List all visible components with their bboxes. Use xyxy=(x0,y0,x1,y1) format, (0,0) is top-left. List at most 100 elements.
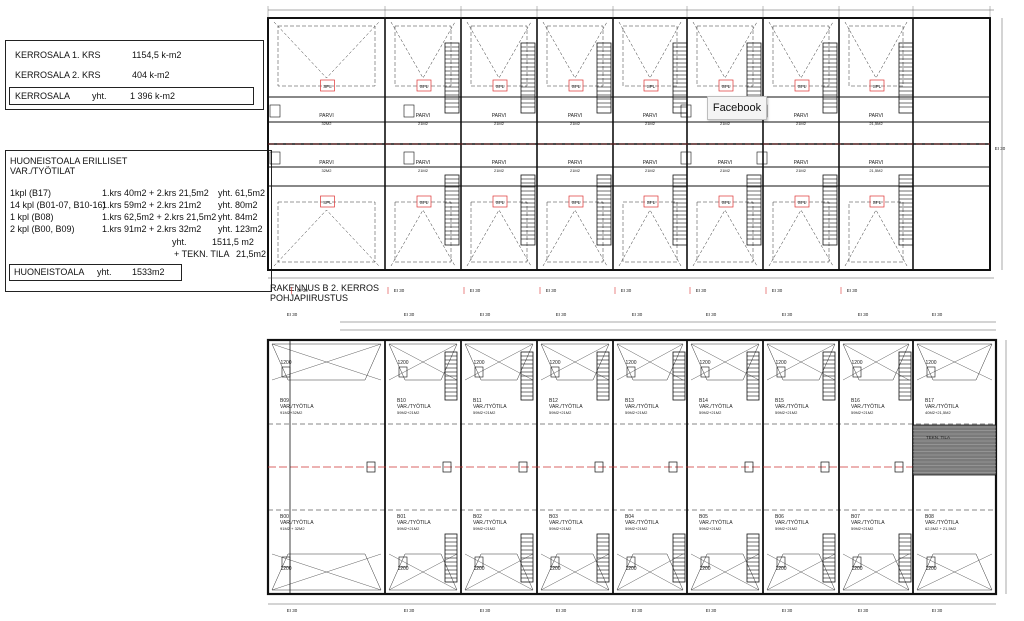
fire-rating-label: EI 30 xyxy=(287,608,298,613)
void-diagonal xyxy=(542,209,608,267)
fire-rating-label: EI 30 xyxy=(782,312,793,317)
void-diagonal xyxy=(692,21,758,79)
spl-label: SPL xyxy=(873,200,882,205)
door-recess xyxy=(842,343,910,381)
door-recess xyxy=(540,553,610,591)
void-outline xyxy=(546,25,604,87)
door-width-label: 1200 xyxy=(397,360,408,366)
fire-rating-label: EI 30 xyxy=(394,288,405,293)
wc-fixture xyxy=(269,104,281,118)
unit-id: B15 xyxy=(775,398,784,404)
recess-diagonal xyxy=(540,553,610,591)
door-width-label: 1200 xyxy=(397,566,408,572)
spl-box xyxy=(869,79,885,92)
spl-box xyxy=(643,79,659,92)
unit-type: VAR./TYÖTILA xyxy=(625,519,659,526)
column-marker xyxy=(518,461,528,473)
door-recess xyxy=(766,343,836,381)
unit-type: VAR./TYÖTILA xyxy=(851,519,885,526)
unit-area: 59M2+21M2 xyxy=(625,526,648,531)
void-outline xyxy=(696,25,754,87)
spl-label: SPL xyxy=(873,84,882,89)
unit-area: 91M2+32M2 xyxy=(280,410,303,415)
door-marker xyxy=(626,556,636,568)
facebook-tooltip[interactable]: Facebook xyxy=(707,96,767,120)
room-row-total: yht. 61,5m2 xyxy=(218,188,266,198)
room-sum-value: 1511,5 m2 xyxy=(212,237,254,247)
void-diagonal xyxy=(273,21,380,79)
parvi-label: PARVI xyxy=(416,160,431,166)
wc-fixture xyxy=(403,151,415,165)
spl-label: SPL xyxy=(496,200,505,205)
recess-diagonal xyxy=(464,553,534,591)
door-marker xyxy=(852,366,862,378)
parvi-area: 21M2 xyxy=(720,168,731,173)
unit-type: VAR./TYÖTILA xyxy=(775,403,809,410)
door-recess xyxy=(766,553,836,591)
fire-rating-label: EI 30 xyxy=(556,312,567,317)
recess-diagonal xyxy=(766,553,836,591)
door-marker xyxy=(474,556,484,568)
unit-id: B11 xyxy=(473,398,482,404)
void-outline xyxy=(772,25,830,87)
fire-rating-label: EI 30 xyxy=(932,608,943,613)
plan-title: RAKENNUS B 2. KERROS POHJAPIIRUSTUS xyxy=(270,283,379,303)
unit-area: 59M2+21M2 xyxy=(549,526,572,531)
plan-title-line: RAKENNUS B 2. KERROS xyxy=(270,283,380,293)
recess-diagonal xyxy=(690,343,760,381)
door-width-label: 1200 xyxy=(549,360,560,366)
fire-rating-label: EI 30 xyxy=(772,288,783,293)
parvi-label: PARVI xyxy=(869,160,884,166)
void-outline xyxy=(470,25,528,87)
parvi-area: 21M2 xyxy=(494,121,505,126)
spl-label: SPL xyxy=(496,84,505,89)
parvi-area: 21M2 xyxy=(720,121,731,126)
plan-title-line: POHJAPIIRUSTUS xyxy=(270,293,349,303)
door-width-label: 1200 xyxy=(925,360,936,366)
unit-area: 40M2+21,5M2 xyxy=(925,410,951,415)
parvi-area: 21M2 xyxy=(796,121,807,126)
column-marker xyxy=(894,461,904,473)
void-outline xyxy=(394,25,452,87)
spl-box xyxy=(794,79,810,92)
void-diagonal xyxy=(844,209,908,267)
void-outline xyxy=(622,25,678,87)
spl-label: SPL xyxy=(647,84,656,89)
fire-rating-label: EI 30 xyxy=(546,288,557,293)
fire-rating-label: EI 30 xyxy=(932,312,943,317)
door-marker xyxy=(852,556,862,568)
unit-area: 59M2+21M2 xyxy=(397,410,420,415)
unit-id: B05 xyxy=(699,514,708,520)
spl-box xyxy=(492,79,508,92)
void-outline xyxy=(277,201,376,263)
parvi-label: PARVI xyxy=(492,160,507,166)
unit-type: VAR./TYÖTILA xyxy=(775,519,809,526)
door-width-label: 1200 xyxy=(925,566,936,572)
recess-diagonal xyxy=(842,343,910,381)
parvi-label: PARVI xyxy=(416,113,431,119)
recess-diagonal xyxy=(464,343,534,381)
parvi-area: 32M2 xyxy=(321,121,332,126)
parvi-label: PARVI xyxy=(319,160,334,166)
column-marker xyxy=(820,461,830,473)
parvi-area: 21M2 xyxy=(418,168,429,173)
unit-id: B13 xyxy=(625,398,634,404)
column-marker xyxy=(744,461,754,473)
unit-area: 59M2+21M2 xyxy=(775,410,798,415)
spl-box xyxy=(718,195,734,208)
door-marker xyxy=(776,556,786,568)
void-outline xyxy=(277,25,376,87)
recess-diagonal xyxy=(616,553,684,591)
tech-room-fill xyxy=(912,424,997,476)
column-marker xyxy=(668,461,678,473)
fire-rating-label: EI 30 xyxy=(782,608,793,613)
room-sum-label: yht. xyxy=(172,237,187,247)
room-table-heading: VAR./TYÖTILAT xyxy=(10,166,76,176)
void-outline xyxy=(696,201,754,263)
unit-id: B04 xyxy=(625,514,634,520)
door-width-label: 1200 xyxy=(280,360,291,366)
stair xyxy=(898,174,914,246)
room-row-total: yht. 84m2 xyxy=(218,212,258,222)
void-outline xyxy=(848,25,904,87)
stair xyxy=(672,174,688,246)
